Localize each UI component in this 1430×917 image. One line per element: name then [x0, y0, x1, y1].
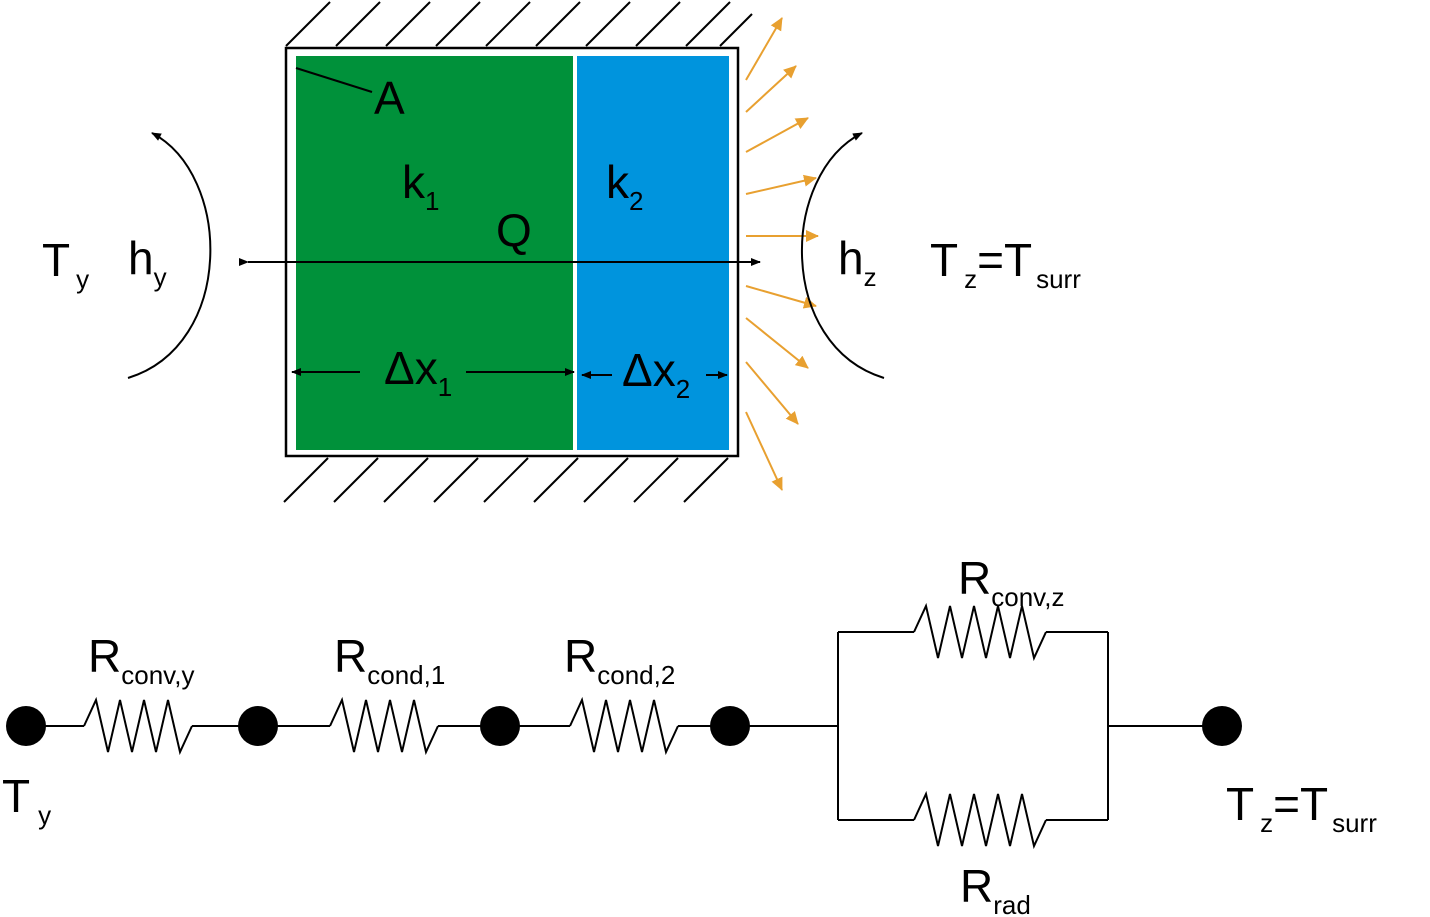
- r-rad-label: Rrad: [960, 860, 1031, 917]
- circuit-node-3: [480, 706, 520, 746]
- circuit-node-ty: [6, 706, 46, 746]
- k1-label: k1: [402, 156, 439, 216]
- radiation-arrows: [745, 17, 819, 491]
- wall-hatching-bottom: [283, 457, 729, 503]
- dx1-label: Δx1: [384, 342, 452, 402]
- right-coefficient-label: hz: [838, 232, 877, 292]
- left-convection-arc: [127, 132, 212, 379]
- k2-label: k2: [606, 156, 643, 216]
- r-cond-1-label: Rcond,1: [334, 630, 445, 690]
- circuit-node-4: [710, 706, 750, 746]
- area-pointer: [295, 67, 373, 93]
- circuit-node-2: [238, 706, 278, 746]
- layer-2: [577, 56, 729, 450]
- r-conv-y-label: Rconv,y: [88, 630, 194, 690]
- circuit-wires: [26, 602, 1222, 850]
- heat-flow-label: Q: [496, 204, 532, 256]
- dx2-label: Δx2: [622, 344, 690, 404]
- layer-1: [296, 56, 573, 450]
- r-conv-z-label: Rconv,z: [958, 552, 1064, 612]
- wall-hatching-top: [285, 1, 753, 47]
- area-label: A: [374, 72, 405, 124]
- left-coefficient-label: hy: [128, 232, 167, 292]
- right-convection-arc: [801, 132, 885, 379]
- circuit-node-tz: [1202, 706, 1242, 746]
- r-cond-2-label: Rcond,2: [564, 630, 675, 690]
